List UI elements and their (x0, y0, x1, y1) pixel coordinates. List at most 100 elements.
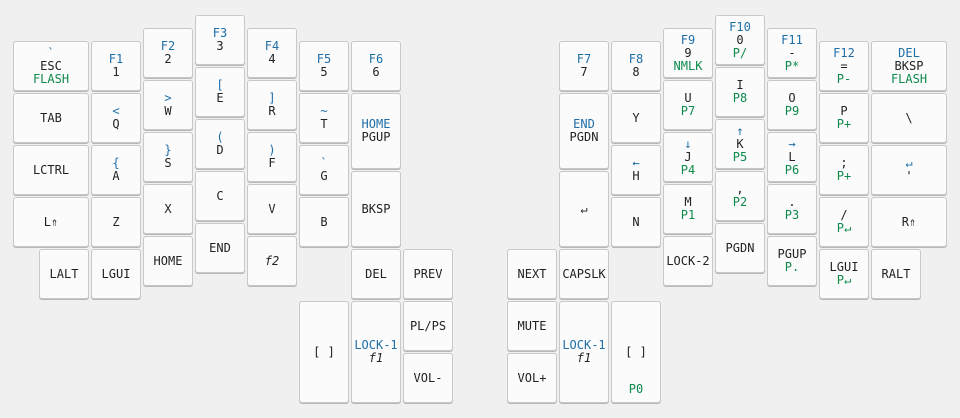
key-capslk-71[interactable]: CAPSLK (559, 249, 609, 299)
key-main-legend: R (268, 104, 276, 118)
key-main-legend: 5 (320, 65, 328, 79)
key-e-10[interactable]: [E (195, 67, 245, 117)
key-g-19[interactable]: `G (299, 145, 349, 195)
key-main-legend: T (320, 117, 328, 131)
key-sym-63[interactable]: /P↵ (819, 197, 869, 247)
key-main-legend: LGUI (101, 266, 131, 281)
key-sym-57[interactable]: ↵' (871, 145, 947, 195)
key-lgui-28[interactable]: LGUI (91, 249, 141, 299)
key-bot-legend: P3 (784, 208, 800, 222)
key-lock-2-65[interactable]: LOCK-2 (663, 236, 713, 286)
key-end-30[interactable]: END (195, 223, 245, 273)
key-main-legend: PL/PS (409, 318, 447, 333)
key-vol-75[interactable]: VOL+ (507, 353, 557, 403)
key-w-9[interactable]: >W (143, 80, 193, 130)
key-sym-42[interactable]: F11-P* (767, 28, 817, 78)
key-n-59[interactable]: N (611, 197, 661, 247)
key-vol-37[interactable]: VOL- (403, 353, 453, 403)
key-main-legend: PGDN (725, 240, 755, 255)
key-f-18[interactable]: )F (247, 132, 297, 182)
key-h-52[interactable]: ←H (611, 145, 661, 195)
key-main-legend: R⇑ (901, 214, 917, 229)
key-sym-43[interactable]: F12=P- (819, 41, 869, 91)
key-d-17[interactable]: (D (195, 119, 245, 169)
key-bot-legend: P5 (732, 149, 748, 164)
key-t-12[interactable]: ~T (299, 93, 349, 143)
key-r-11[interactable]: ]R (247, 80, 297, 130)
key-main-legend: BKSP (894, 58, 924, 73)
key-sym-61[interactable]: ,P2 (715, 171, 765, 221)
key-mute-72[interactable]: MUTE (507, 301, 557, 351)
key-space-34[interactable]: [ ] (299, 301, 349, 403)
key-y-46[interactable]: Y (611, 93, 661, 143)
key-f2-31[interactable]: f2 (247, 236, 297, 286)
key-main-legend: Z (112, 214, 120, 229)
key-next-70[interactable]: NEXT (507, 249, 557, 299)
key-top-legend: ↓ (684, 136, 692, 151)
key-v-25[interactable]: V (247, 184, 297, 234)
key-z-22[interactable]: Z (91, 197, 141, 247)
key-top-legend: ( (216, 130, 224, 144)
key-ralt-69[interactable]: RALT (871, 249, 921, 299)
key-tab-7[interactable]: TAB (13, 93, 89, 143)
key-c-24[interactable]: C (195, 171, 245, 221)
key-main-legend: RALT (881, 266, 911, 281)
key-sym-62[interactable]: .P3 (767, 184, 817, 234)
key-q-8[interactable]: <Q (91, 93, 141, 143)
key-main-legend: \ (905, 110, 913, 125)
key-s-16[interactable]: }S (143, 132, 193, 182)
key-space-74[interactable]: [ ]P0 (611, 301, 661, 403)
key-lalt-27[interactable]: LALT (39, 249, 89, 299)
key-bot-legend: NMLK (673, 58, 703, 73)
key-main-legend: 1 (112, 65, 120, 79)
key-l-shift-21[interactable]: L⇑ (13, 197, 89, 247)
key-enter-58[interactable]: ↵ (559, 171, 609, 247)
key-sym-51[interactable]: \ (871, 93, 947, 143)
key-r-shift-64[interactable]: R⇑ (871, 197, 947, 247)
key-b-26[interactable]: B (299, 197, 349, 247)
key-top-legend: F9 (680, 32, 696, 47)
key-lctrl-14[interactable]: LCTRL (13, 145, 89, 195)
key-home-29[interactable]: HOME (143, 236, 193, 286)
key-x-23[interactable]: X (143, 184, 193, 234)
key-pgdn-66[interactable]: PGDN (715, 223, 765, 273)
key-del-32[interactable]: DEL (351, 249, 401, 299)
key-prev-33[interactable]: PREV (403, 249, 453, 299)
key-a-15[interactable]: {A (91, 145, 141, 195)
key-main-legend: N (632, 214, 640, 229)
key-sym-56[interactable]: ;P+ (819, 145, 869, 195)
key-main-legend: PGDN (569, 130, 599, 144)
key-main-legend: I (736, 78, 744, 92)
key-pl-ps-36[interactable]: PL/PS (403, 301, 453, 351)
key-top-legend: ] (268, 91, 276, 105)
key-bot-legend: FLASH (890, 71, 928, 86)
key-main-legend: F (268, 156, 276, 170)
key-bksp-20[interactable]: BKSP (351, 171, 401, 247)
